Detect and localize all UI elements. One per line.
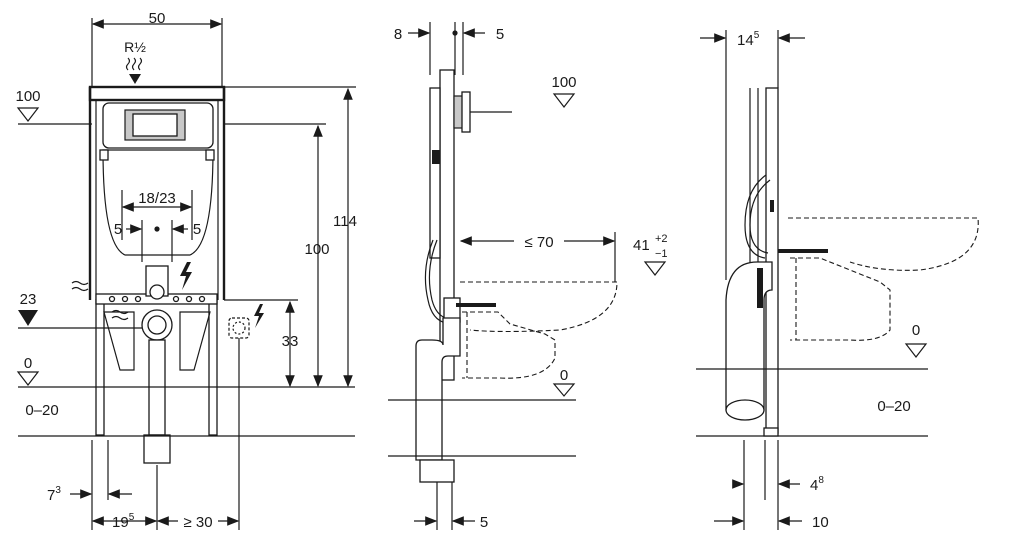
right-dim-bottom: 10 (812, 514, 829, 531)
level-23-label: 23 (20, 291, 37, 308)
level-0-label: 0 (24, 355, 32, 372)
front-view: 50 R½ (15, 10, 356, 531)
bottom-left-b-label: 195 (112, 512, 135, 531)
side-dim-top-left: 8 (394, 26, 402, 43)
height-100-label: 100 (304, 241, 329, 258)
level-marker-icon (16, 107, 40, 122)
height-total-label: 114 (333, 213, 357, 230)
front-width-label: 50 (149, 10, 166, 27)
bottom-right-label: ≥ 30 (183, 514, 212, 531)
right-dim-top: 145 (737, 30, 760, 49)
bowl-fix-spacing-label: 18/23 (138, 190, 176, 207)
vent-icon (71, 280, 129, 321)
side-view: 8 5 ≤ 70 41 +2 −1 100 0 (388, 22, 668, 531)
seat-tol-plus: +2 (655, 233, 668, 245)
side-dim-bottom: 5 (480, 514, 488, 531)
right-floor-range: 0–20 (877, 398, 910, 415)
water-supply-icon (125, 57, 143, 84)
offset-right-label: 5 (193, 221, 201, 238)
side-level-0: 0 (560, 367, 568, 384)
right-level-0: 0 (912, 322, 920, 339)
seat-height-label: 41 (633, 237, 650, 254)
floor-range-label: 0–20 (25, 402, 58, 419)
level-top-label: 100 (15, 88, 40, 105)
depth-label: ≤ 70 (524, 234, 553, 251)
electric-socket (228, 304, 264, 339)
side-level-top: 100 (551, 74, 576, 91)
height-33-label: 33 (282, 333, 299, 350)
water-inlet-label: R½ (124, 39, 146, 55)
bottom-left-a-label: 73 (47, 485, 61, 504)
right-view: 145 0 0–20 48 10 (696, 30, 979, 531)
side-dim-top-right: 5 (496, 26, 504, 43)
seat-tol-minus: −1 (655, 248, 668, 260)
right-dim-mid: 48 (810, 475, 824, 494)
offset-left-label: 5 (114, 221, 122, 238)
electric-icon (180, 262, 192, 290)
